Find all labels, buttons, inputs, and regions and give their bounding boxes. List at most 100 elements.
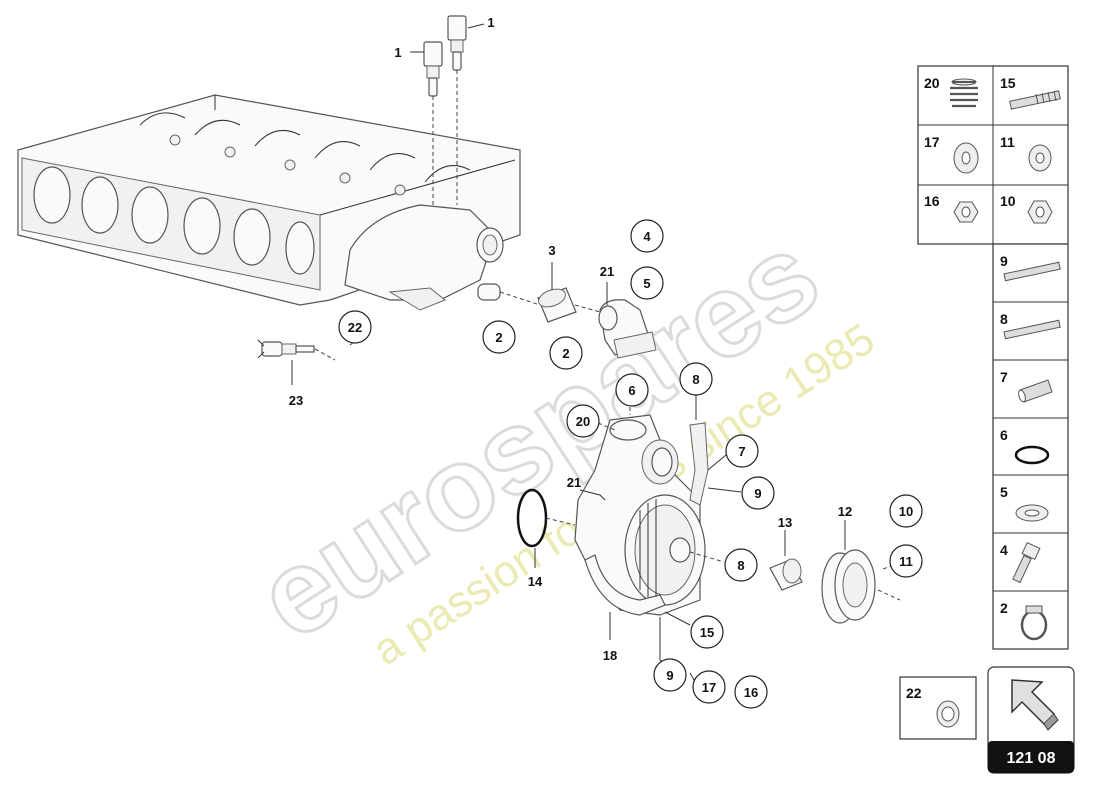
gasket-icon	[1015, 504, 1049, 522]
callout-9: 9	[741, 476, 775, 510]
table-label-11: 11	[1000, 134, 1015, 150]
table-label-4: 4	[1000, 542, 1008, 558]
seal-ring-icon	[936, 700, 960, 728]
callout-label: 3	[548, 243, 555, 258]
callout-16: 16	[734, 675, 768, 709]
callout-circle	[482, 320, 516, 354]
callout-2: 2	[482, 320, 516, 354]
stud-long-icon	[1009, 90, 1061, 110]
hose-sleeve	[499, 262, 601, 323]
bushing-icon	[1018, 379, 1053, 403]
callout-label: 22	[348, 320, 362, 335]
callout-label: 2	[495, 330, 502, 345]
callout-circle	[690, 615, 724, 649]
callout-13: 13	[778, 515, 792, 530]
callout-1: 1	[394, 45, 401, 60]
callout-8: 8	[679, 362, 713, 396]
callout-label: 9	[754, 486, 761, 501]
callout-label: 8	[737, 558, 744, 573]
callout-circle	[741, 476, 775, 510]
callout-label: 1	[487, 15, 494, 30]
callout-15: 15	[690, 615, 724, 649]
callout-circle	[724, 548, 758, 582]
temperature-sender	[257, 335, 363, 385]
callout-circle	[889, 544, 923, 578]
hose-clamp-icon	[1020, 605, 1048, 641]
callout-17: 17	[692, 670, 726, 704]
spring-icon	[950, 78, 978, 108]
hex-nut-icon	[1027, 200, 1053, 224]
callout-label: 8	[692, 372, 699, 387]
callout-circle	[338, 310, 372, 344]
callout-8: 8	[724, 548, 758, 582]
callout-circle	[734, 675, 768, 709]
callout-label: 16	[744, 685, 758, 700]
callout-10: 10	[889, 494, 923, 528]
callout-label: 2	[562, 346, 569, 361]
callout-label: 23	[289, 393, 303, 408]
callout-circle	[692, 670, 726, 704]
table-label-6: 6	[1000, 427, 1008, 443]
washer-conical-icon	[953, 142, 979, 174]
table-label-15: 15	[1000, 75, 1016, 91]
callout-label: 6	[628, 383, 635, 398]
callout-circle	[630, 266, 664, 300]
temperature-sensor-pair	[410, 15, 485, 205]
stud-icon	[1003, 319, 1061, 340]
seal-ring-box: 22	[899, 676, 977, 740]
callout-circle	[653, 658, 687, 692]
table-label-9: 9	[1000, 253, 1008, 269]
callout-2: 2	[549, 336, 583, 370]
stud-icon	[1003, 261, 1061, 282]
callout-18: 18	[603, 648, 617, 663]
callout-9: 9	[653, 658, 687, 692]
callout-label: 18	[603, 648, 617, 663]
idler-spacer	[769, 530, 803, 591]
callout-11: 11	[889, 544, 923, 578]
callout-3: 3	[548, 243, 555, 258]
page-reference-box: 121 08	[987, 666, 1075, 774]
callout-label: 17	[702, 680, 716, 695]
callout-label: 1	[394, 45, 401, 60]
table-label-7: 7	[1000, 369, 1008, 385]
page-reference: 121 08	[1007, 750, 1056, 767]
callout-label: 7	[738, 444, 745, 459]
table-label-17: 17	[924, 134, 940, 150]
callout-21: 21	[567, 475, 581, 490]
callout-label: 12	[838, 504, 852, 519]
water-pump-assembly	[516, 392, 742, 691]
callout-label: 21	[567, 475, 581, 490]
callout-circle	[615, 373, 649, 407]
callout-label: 14	[528, 574, 543, 589]
callout-circle	[889, 494, 923, 528]
water-elbow	[598, 282, 657, 359]
direction-arrow-icon	[1011, 679, 1059, 731]
callout-label: 10	[899, 504, 913, 519]
hex-nut-flanged-icon	[953, 201, 979, 223]
table-label-20: 20	[924, 75, 940, 91]
callout-12: 12	[838, 504, 852, 519]
callout-6: 6	[615, 373, 649, 407]
table-label-5: 5	[1000, 484, 1008, 500]
idler-pulley	[821, 520, 901, 624]
callout-21: 21	[600, 264, 614, 279]
callout-circle	[630, 219, 664, 253]
callout-5: 5	[630, 266, 664, 300]
callout-14: 14	[528, 574, 543, 589]
callout-circle	[549, 336, 583, 370]
callout-4: 4	[630, 219, 664, 253]
table-label-16: 16	[924, 193, 940, 209]
bolt-icon	[1012, 541, 1041, 584]
callout-label: 21	[600, 264, 614, 279]
o-ring-icon	[1014, 445, 1050, 465]
table-label-8: 8	[1000, 311, 1008, 327]
callout-22: 22	[338, 310, 372, 344]
callout-label: 9	[666, 668, 673, 683]
callout-label: 4	[643, 229, 651, 244]
callout-1: 1	[487, 15, 494, 30]
callout-label: 20	[576, 414, 590, 429]
callout-circle	[566, 404, 600, 438]
table-label-2: 2	[1000, 600, 1008, 616]
